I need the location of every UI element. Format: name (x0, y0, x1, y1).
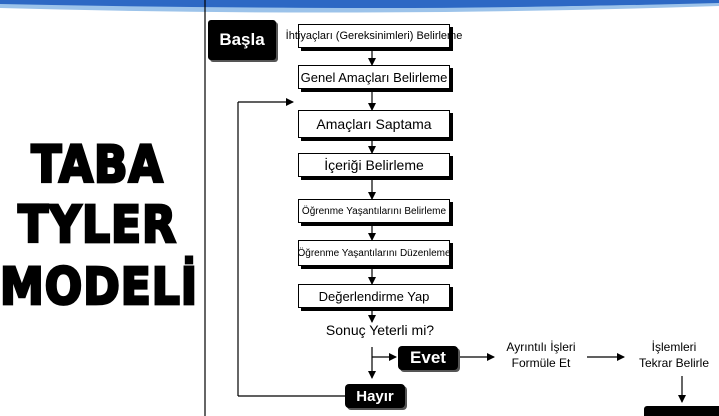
title-line-3: MODELİ (0, 257, 199, 319)
formulate-tasks-line-2: Formüle Et (511, 356, 571, 370)
step-general-goals: Genel Amaçları Belirleme (298, 65, 450, 89)
decision-label: Sonuç Yeterli mi? (325, 322, 435, 338)
redefine-tasks-line-2: Tekrar Belirle (638, 356, 710, 370)
step-organize-experiences: Öğrenme Yaşantılarını Düzenleme (297, 240, 451, 266)
step-needs: İhtiyaçları (Gereksinimleri) Belirleme (286, 24, 462, 48)
step-learning-experiences: Öğrenme Yaşantılarını Belirleme (298, 199, 450, 223)
step-content: İçeriği Belirleme (298, 153, 450, 177)
step-objectives: Amaçları Saptama (298, 110, 450, 138)
formulate-tasks-line-1: Ayrıntılı İşleri (506, 340, 576, 354)
redefine-tasks: İşlemleri Tekrar Belirle (630, 339, 718, 371)
end-tag-partial (644, 406, 719, 416)
formulate-tasks: Ayrıntılı İşleri Formüle Et (496, 339, 586, 371)
start-tag: Başla (208, 20, 276, 60)
header-swoosh (0, 0, 719, 13)
step-evaluate: Değerlendirme Yap (298, 284, 450, 308)
redefine-tasks-line-1: İşlemleri (651, 340, 697, 354)
yes-tag: Evet (398, 346, 458, 370)
title-line-2: TYLER (17, 195, 177, 257)
no-tag: Hayır (345, 384, 405, 408)
title-line-1: TABA (30, 135, 164, 197)
